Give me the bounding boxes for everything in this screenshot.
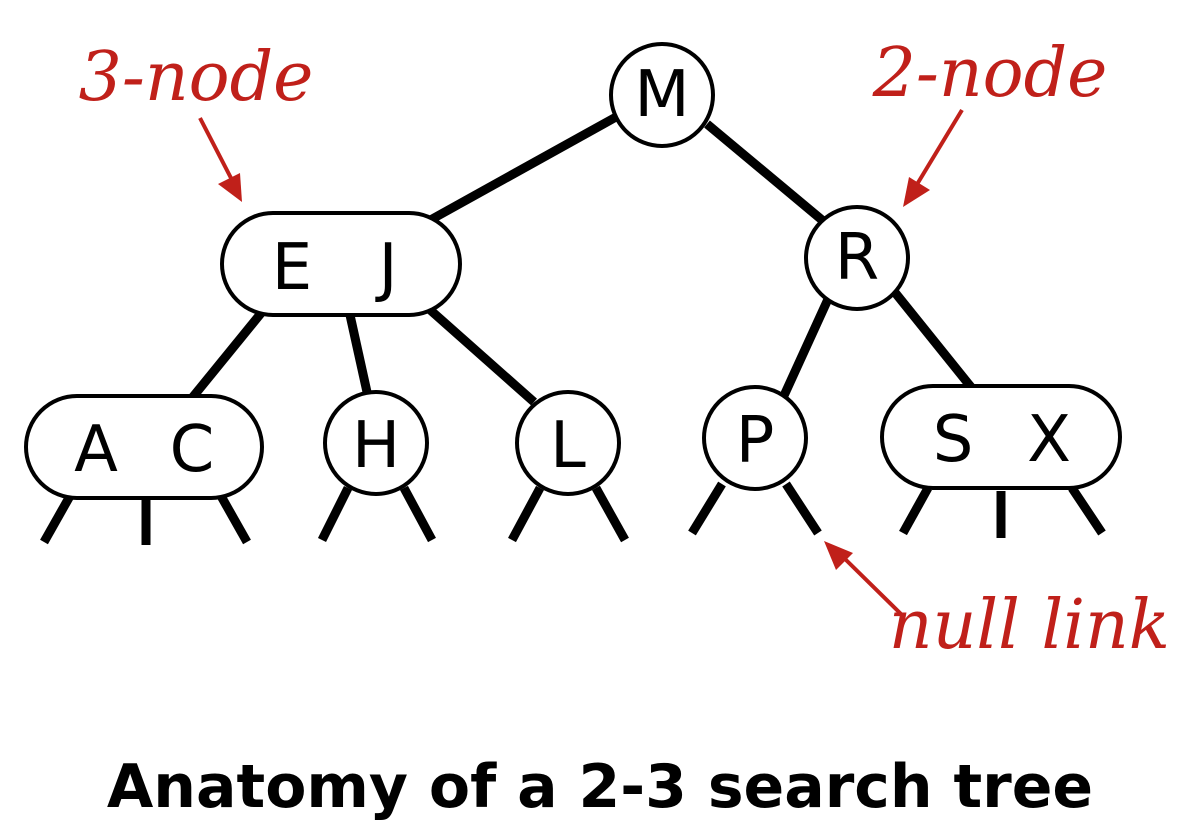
- node-p: P: [702, 385, 808, 491]
- node-ac-key-right: C: [170, 413, 215, 487]
- null-link: [40, 493, 74, 545]
- null-link: [400, 485, 436, 543]
- link-m-ej: [422, 113, 619, 227]
- node-sx-key-left: S: [933, 403, 974, 477]
- node-r: R: [804, 205, 910, 311]
- tree-links: [188, 113, 975, 406]
- annotation-null-link: null link: [824, 541, 1170, 665]
- node-m-key: M: [634, 58, 689, 132]
- null-link: [1068, 485, 1106, 536]
- link-r-p: [777, 295, 834, 402]
- null-link: [317, 485, 353, 543]
- null-link: [899, 485, 932, 536]
- arrow-head: [218, 173, 242, 202]
- diagram-caption: Anatomy of a 2-3 search tree: [106, 752, 1094, 822]
- node-p-key: P: [736, 404, 775, 478]
- node-ej-key-left: E: [272, 231, 312, 305]
- node-m: M: [609, 42, 715, 148]
- annotation-null-link-label: null link: [889, 586, 1170, 665]
- null-link: [508, 485, 544, 543]
- node-sx-key-right: X: [1027, 403, 1071, 477]
- arrow-head: [824, 541, 853, 570]
- annotation-3-node: 3-node: [79, 38, 314, 202]
- null-link: [782, 481, 822, 536]
- null-links: [40, 481, 1106, 545]
- node-ej: E J: [220, 211, 462, 317]
- link-m-r: [704, 120, 831, 229]
- annotation-2-node: 2-node: [872, 34, 1108, 207]
- link-ej-h: [345, 314, 372, 393]
- node-h: H: [323, 390, 429, 496]
- node-l-key: L: [550, 409, 586, 483]
- null-link: [217, 493, 251, 545]
- node-ac-key-left: A: [74, 413, 118, 487]
- node-r-key: R: [835, 221, 879, 295]
- null-link: [592, 485, 629, 543]
- node-ac: A C: [24, 394, 264, 500]
- link-ej-ac: [188, 309, 266, 401]
- arrow-line: [198, 117, 234, 181]
- arrow-head: [903, 177, 930, 207]
- arrow-line: [914, 108, 964, 188]
- node-sx: S X: [880, 384, 1122, 490]
- annotation-2-node-label: 2-node: [872, 34, 1108, 113]
- node-ej-key-right: J: [375, 231, 398, 305]
- arrow-line: [841, 555, 904, 617]
- link-r-sx: [889, 287, 975, 390]
- link-ej-l: [425, 304, 537, 406]
- annotation-3-node-label: 3-node: [79, 38, 314, 117]
- null-link: [688, 481, 726, 536]
- node-h-key: H: [352, 409, 400, 483]
- node-l: L: [515, 390, 621, 496]
